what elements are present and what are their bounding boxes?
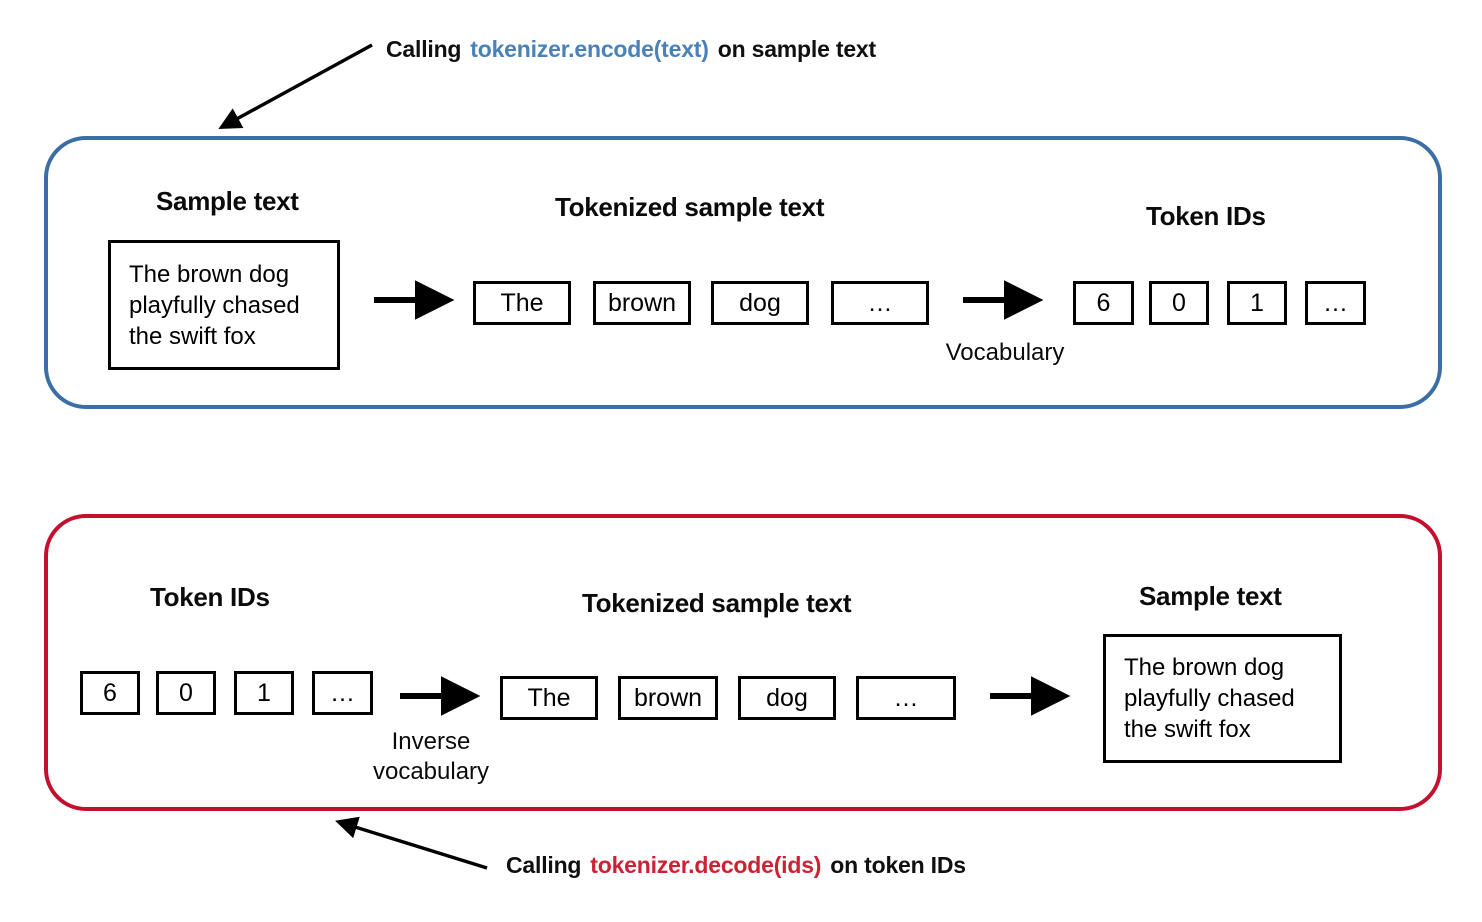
encode-caption-suffix: on sample text bbox=[717, 36, 876, 62]
encode-annotation-caption: Calling tokenizer.encode(text) on sample t… bbox=[386, 36, 876, 63]
encode-arrow-right-icon-1 bbox=[374, 280, 455, 320]
decode-inverse-vocabulary-line-2: vocabulary bbox=[372, 758, 490, 785]
decode-sample-text-heading: Sample text bbox=[1139, 581, 1282, 611]
decode-arrow-right-icon-1 bbox=[400, 676, 481, 716]
encode-token-id-box-4: … bbox=[1305, 281, 1366, 325]
decode-caption-suffix: on token IDs bbox=[830, 852, 966, 878]
encode-token-box-3: dog bbox=[711, 281, 809, 325]
encode-token-box-4: … bbox=[831, 281, 929, 325]
encode-caption-prefix: Calling bbox=[386, 36, 462, 62]
decode-sample-text-line-1: The brown dog bbox=[1124, 654, 1285, 681]
decode-token-box-2: brown bbox=[618, 676, 718, 720]
encode-sample-text-heading: Sample text bbox=[156, 186, 299, 216]
decode-arrow-right-icon-2 bbox=[990, 676, 1071, 716]
decode-pointer-arrow-icon bbox=[335, 816, 488, 870]
decode-tokenized-heading: Tokenized sample text bbox=[582, 588, 852, 618]
encode-token-id-box-3: 1 bbox=[1227, 281, 1287, 325]
encode-pointer-arrow-icon bbox=[218, 43, 373, 129]
decode-token-ids-heading: Token IDs bbox=[150, 582, 270, 612]
encode-caption-code: tokenizer.encode(text) bbox=[470, 36, 709, 62]
decode-sample-text-line-3: the swift fox bbox=[1124, 716, 1251, 743]
decode-token-box-4: … bbox=[856, 676, 956, 720]
decode-inverse-vocabulary-label: Inverse vocabulary bbox=[355, 727, 507, 787]
encode-sample-text-line-1: The brown dog bbox=[129, 260, 290, 288]
encode-token-box-1: The bbox=[473, 281, 571, 325]
encode-sample-text-line-3: the swift fox bbox=[129, 322, 256, 350]
encode-token-id-box-2: 0 bbox=[1149, 281, 1209, 325]
encode-sample-text-line-2: playfully chased bbox=[129, 291, 300, 319]
decode-sample-text-line-2: playfully chased bbox=[1124, 685, 1295, 712]
decode-token-id-box-1: 6 bbox=[80, 671, 140, 715]
encode-arrow-right-icon-2 bbox=[963, 280, 1044, 320]
decode-sample-text-box: The brown dog playfully chased the swift… bbox=[1103, 634, 1342, 763]
encode-tokenized-heading: Tokenized sample text bbox=[555, 192, 825, 222]
decode-token-id-box-2: 0 bbox=[156, 671, 216, 715]
encode-token-box-2: brown bbox=[593, 281, 691, 325]
decode-token-box-3: dog bbox=[738, 676, 836, 720]
decode-caption-prefix: Calling bbox=[506, 852, 582, 878]
encode-token-id-box-1: 6 bbox=[1073, 281, 1134, 325]
decode-token-id-box-4: … bbox=[312, 671, 373, 715]
decode-token-id-box-3: 1 bbox=[234, 671, 294, 715]
encode-vocabulary-label: Vocabulary bbox=[945, 339, 1065, 366]
encode-sample-text-box: The brown dog playfully chased the swift… bbox=[108, 240, 340, 370]
decode-inverse-vocabulary-line-1: Inverse bbox=[391, 728, 471, 755]
decode-token-box-1: The bbox=[500, 676, 598, 720]
decode-annotation-caption: Calling tokenizer.decode(ids) on token IDs bbox=[506, 852, 966, 879]
encode-token-ids-heading: Token IDs bbox=[1146, 201, 1266, 231]
decode-caption-code: tokenizer.decode(ids) bbox=[590, 852, 822, 878]
